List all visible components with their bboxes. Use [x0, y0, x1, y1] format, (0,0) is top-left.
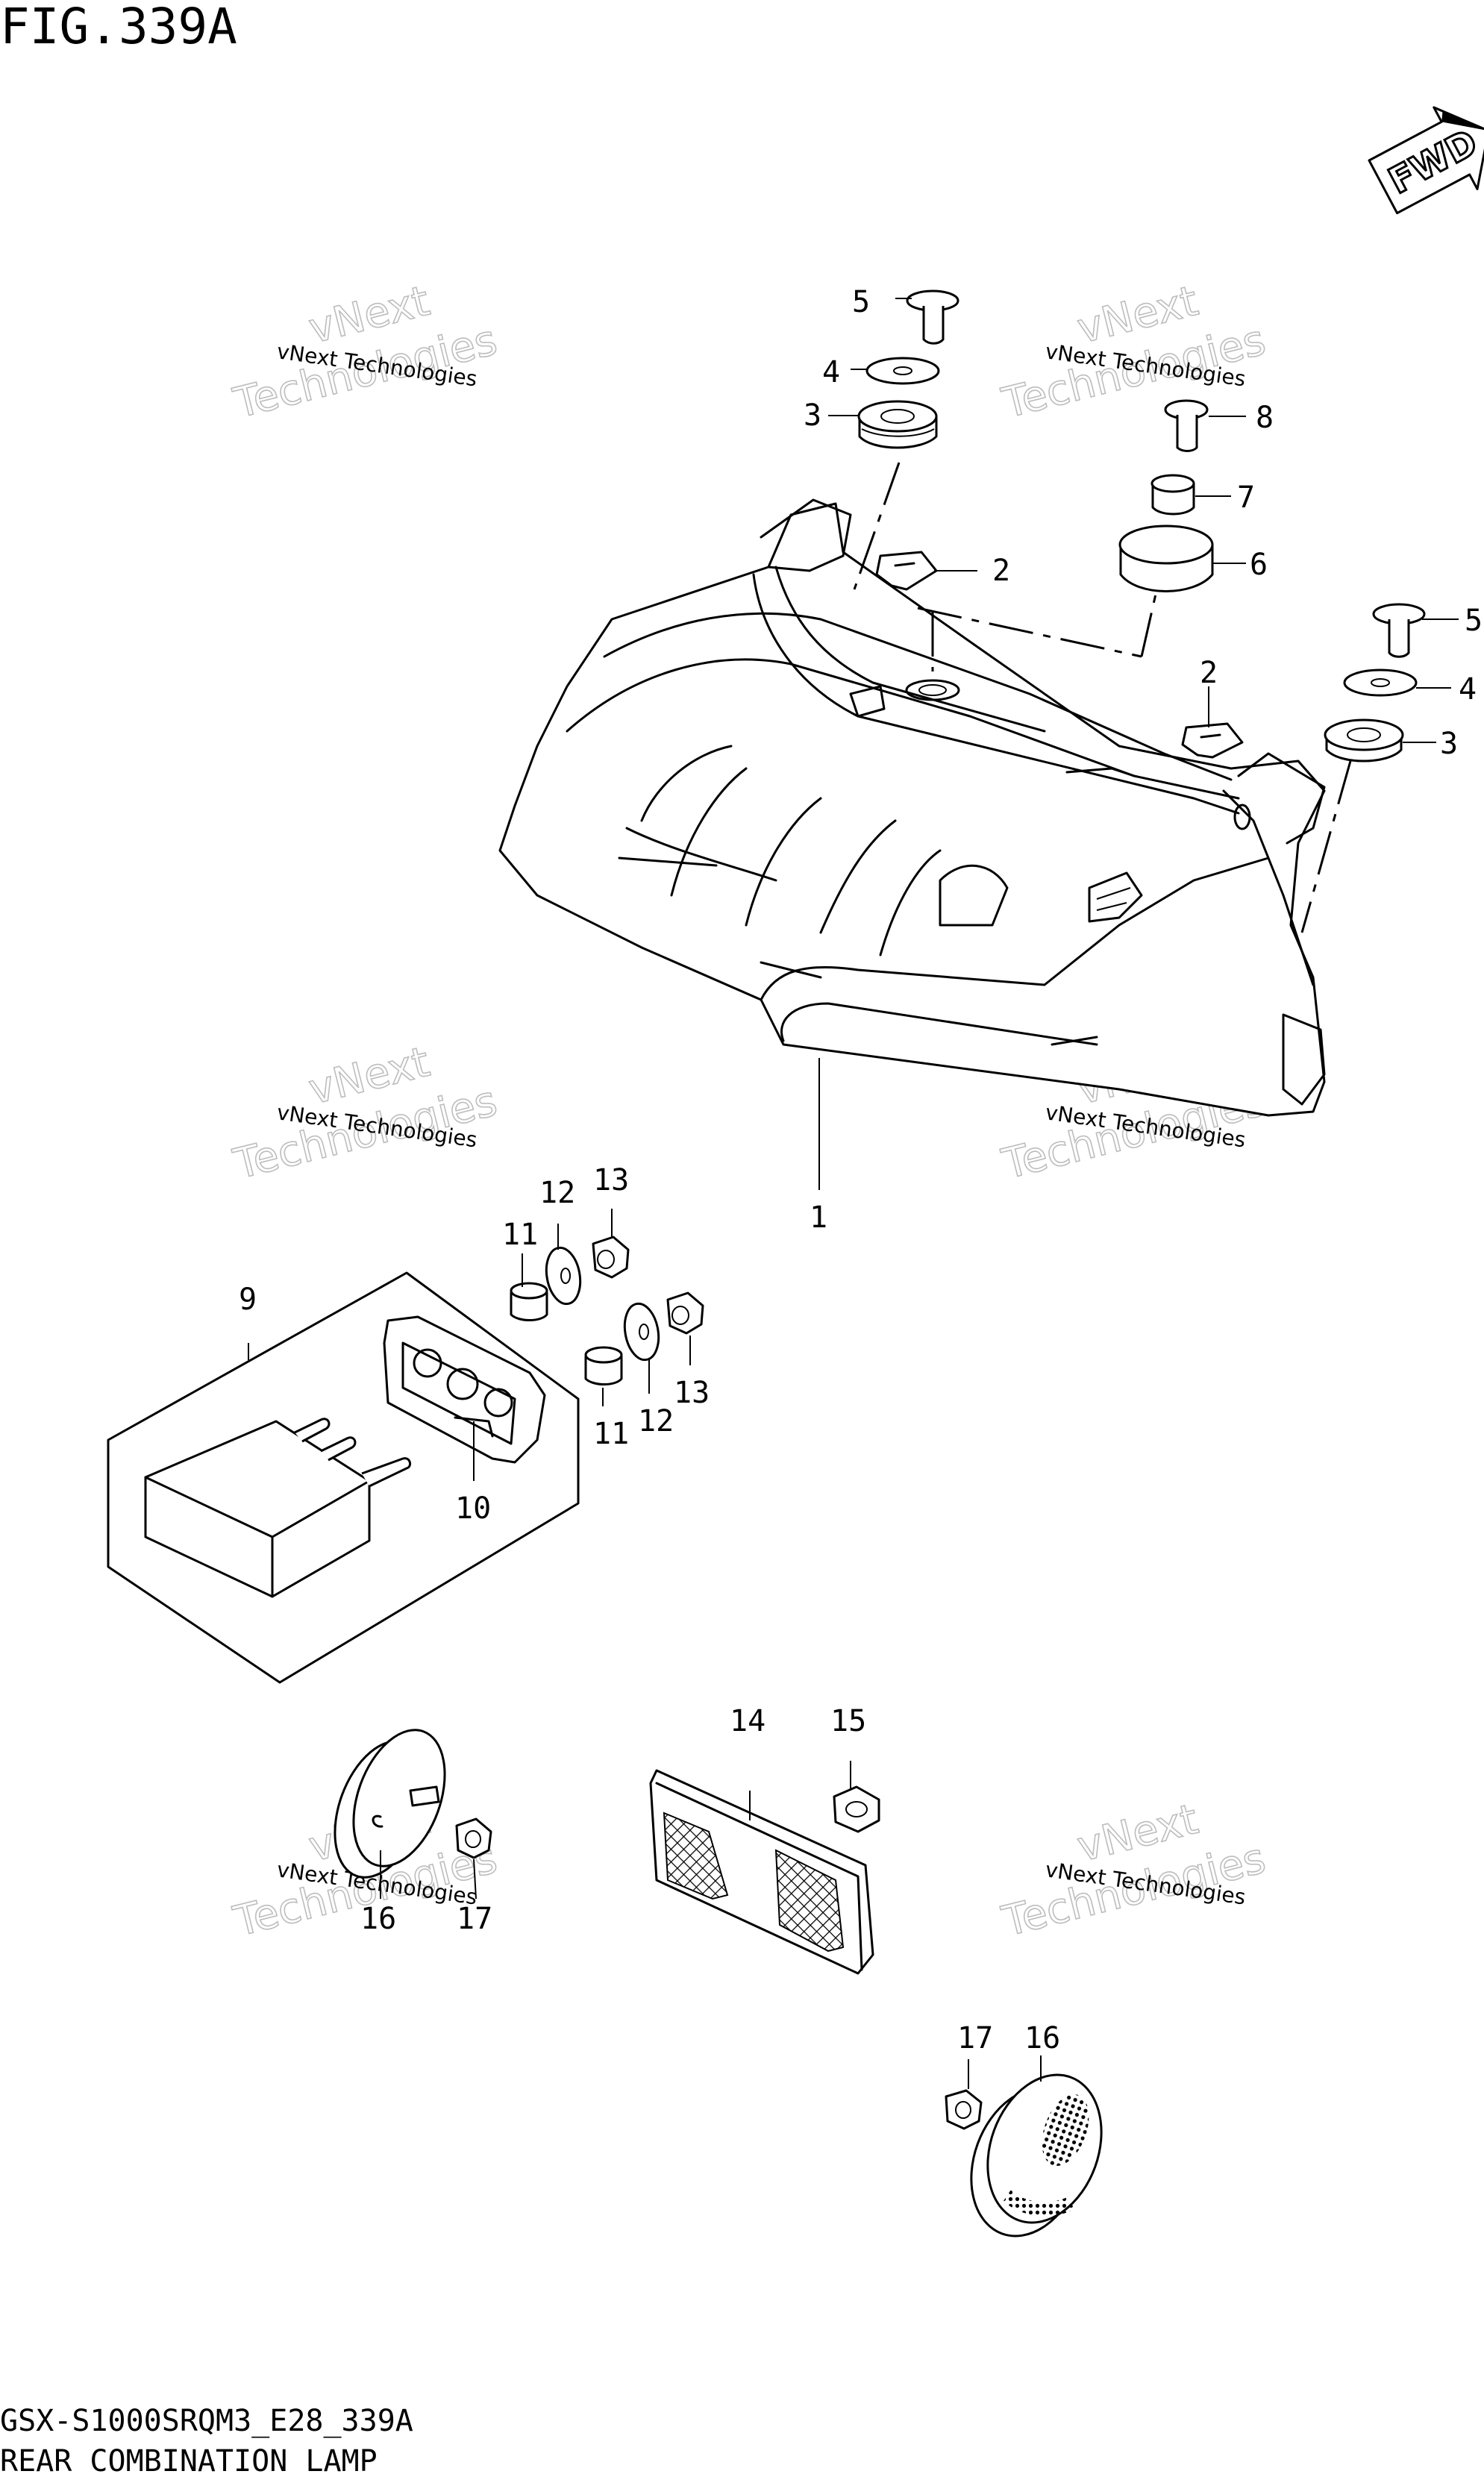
watermark-bottom-right: vNext Technologies vNext Technologies — [997, 1794, 1271, 1947]
grommet-3-left — [857, 400, 938, 449]
callout-13-upper: 13 — [593, 1163, 629, 1197]
washer-12-lower — [623, 1302, 660, 1362]
tail-lamp-kit-box — [107, 1271, 580, 1684]
collar-7 — [1150, 474, 1195, 516]
callout-3-left: 3 — [804, 398, 821, 433]
callout-17-right: 17 — [957, 2021, 993, 2055]
lamp-gasket-10 — [383, 1315, 546, 1481]
section-name: REAR COMBINATION LAMP — [0, 2444, 378, 2477]
callout-16-right: 16 — [1024, 2021, 1060, 2055]
callout-10: 10 — [455, 1491, 491, 1526]
callout-17-left: 17 — [457, 1902, 492, 1936]
callout-14: 14 — [730, 1704, 766, 1738]
callout-5-right: 5 — [1465, 604, 1483, 638]
collar-11-upper — [510, 1282, 548, 1321]
callout-15: 15 — [830, 1704, 866, 1738]
watermark-top-left: vNext Technologies vNext Technologies — [228, 276, 502, 428]
callout-6: 6 — [1250, 548, 1268, 582]
callout-5-left: 5 — [852, 285, 870, 319]
callout-11-upper: 11 — [502, 1218, 538, 1252]
fwd-arrow-icon: FWD — [1368, 106, 1484, 215]
assembly-line — [917, 607, 1142, 658]
callout-16-left: 16 — [360, 1902, 396, 1936]
callout-12-lower: 12 — [638, 1404, 674, 1438]
callout-3-right: 3 — [1440, 727, 1458, 761]
screw-5-left — [906, 289, 959, 345]
figure-title: FIG.339A — [0, 0, 237, 55]
bolt-8 — [1164, 399, 1209, 452]
callout-2-right: 2 — [1200, 656, 1218, 690]
model-code: GSX-S1000SRQM3_E28_339A — [0, 2404, 413, 2438]
leader-lines-middle — [522, 1209, 691, 1406]
callout-4-left: 4 — [822, 355, 840, 389]
callout-8: 8 — [1256, 401, 1274, 435]
nut-clip-2-right — [1181, 722, 1244, 759]
grommet-3-right — [1324, 718, 1404, 762]
cushion-6 — [1118, 524, 1214, 592]
nut-13-upper — [592, 1236, 630, 1279]
assembly-line — [853, 462, 901, 590]
screw-5-right — [1372, 603, 1426, 658]
watermark-mid-left: vNext Technologies vNext Technologies — [228, 1037, 502, 1189]
washer-4-right — [1343, 668, 1418, 697]
callout-4-right: 4 — [1459, 672, 1477, 707]
callout-9: 9 — [239, 1283, 257, 1317]
side-lamp-16-left — [334, 1729, 446, 1899]
assembly-line — [1140, 574, 1162, 657]
nut-13-lower — [666, 1291, 704, 1335]
callout-7: 7 — [1237, 480, 1255, 515]
rear-lamp-housing — [498, 498, 1326, 1117]
callout-2-top: 2 — [992, 554, 1010, 588]
nut-17-right — [945, 2059, 983, 2130]
led-unit-9 — [144, 1418, 412, 1598]
nut-15 — [833, 1761, 880, 1833]
callout-1: 1 — [810, 1200, 827, 1235]
reflector-14 — [649, 1769, 874, 1975]
washer-12-upper — [545, 1246, 582, 1306]
callout-13-lower: 13 — [674, 1376, 710, 1410]
nut-17-left — [455, 1817, 492, 1900]
callout-12-upper: 12 — [539, 1176, 575, 1210]
collar-11-lower — [584, 1346, 623, 1385]
washer-4-left — [865, 357, 940, 385]
callout-11-lower: 11 — [593, 1417, 629, 1451]
leader-lines-upper — [818, 298, 1459, 1190]
assembly-line — [1300, 760, 1352, 933]
side-lamp-16-right — [970, 2055, 1103, 2238]
watermark-top-right: vNext Technologies vNext Technologies — [997, 276, 1271, 428]
nut-clip-2-top — [875, 551, 938, 591]
